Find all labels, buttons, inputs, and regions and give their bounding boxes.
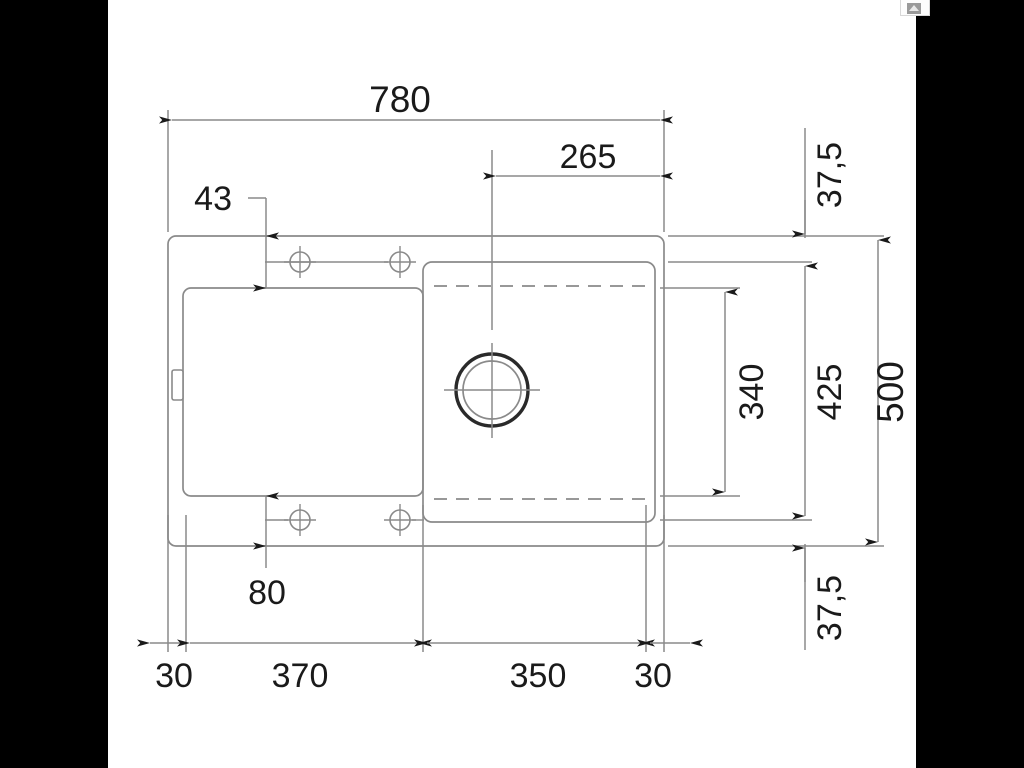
dim-label-780: 780 — [369, 79, 431, 120]
dim-label-margin-top: 37,5 — [811, 142, 849, 208]
outer-outline — [167, 235, 665, 547]
mounting-holes — [265, 245, 424, 537]
overflow-slot — [171, 369, 184, 401]
dim-label-margin-bottom: 37,5 — [811, 575, 849, 641]
bowl-recess — [422, 261, 656, 523]
dim-label-265: 265 — [560, 138, 617, 176]
dim-label-left-edge: 30 — [155, 657, 193, 695]
dim-label-bowl-width: 350 — [510, 657, 567, 695]
drain-hole — [444, 343, 540, 438]
drainer-recess — [182, 287, 424, 497]
dim-label-drainer-width: 370 — [272, 657, 329, 695]
broken-image-glyph — [907, 3, 921, 14]
dim-label-right-edge: 30 — [634, 657, 672, 695]
dim-label-340: 340 — [733, 364, 771, 421]
dim-label-80: 80 — [248, 574, 286, 612]
dim-label-425: 425 — [811, 364, 849, 421]
dim-label-500: 500 — [870, 361, 911, 423]
broken-image-icon — [900, 0, 930, 16]
dim-label-43: 43 — [194, 180, 232, 218]
